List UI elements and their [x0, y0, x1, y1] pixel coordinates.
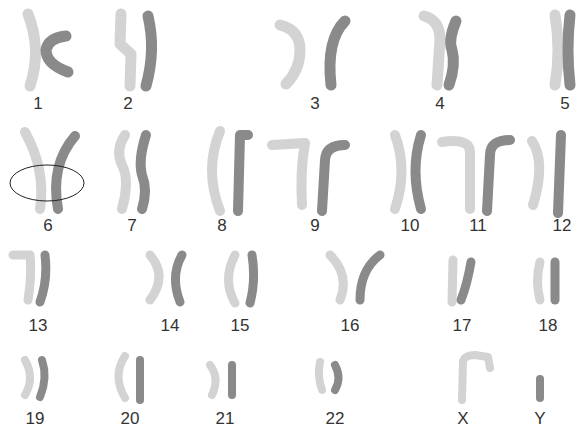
chromosome-number: 20 — [121, 410, 140, 427]
chromosome-number: 10 — [401, 217, 420, 234]
chromosome — [46, 36, 68, 72]
chromosome — [25, 360, 30, 395]
chromosome-number: 8 — [217, 217, 226, 234]
chromosome — [319, 362, 322, 390]
chromosome-number: 4 — [435, 95, 444, 112]
chromosome-number: 16 — [341, 317, 360, 334]
chromosome-number: 22 — [326, 410, 345, 427]
chromosome — [40, 360, 45, 397]
chromosome-number: 5 — [560, 95, 569, 112]
chromosome-number: 19 — [26, 410, 45, 427]
chromosome — [442, 141, 470, 209]
chromosome — [452, 260, 453, 302]
chromosome — [568, 15, 570, 85]
chromosome — [228, 365, 236, 395]
chromosome — [238, 135, 248, 211]
chromosome — [395, 135, 402, 209]
chromosome-number: 2 — [123, 95, 132, 112]
chromosome — [551, 262, 560, 300]
chromosome — [280, 25, 300, 84]
chromosome-number: 7 — [127, 217, 136, 234]
chromosome — [13, 255, 31, 300]
highlight-ellipse — [10, 165, 84, 201]
chromosome — [120, 14, 131, 86]
chromosome-number: 9 — [310, 217, 319, 234]
chromosome — [487, 140, 510, 211]
chromosome-number: 17 — [453, 317, 472, 334]
chromosome-number: 6 — [43, 217, 52, 234]
chromosome-number: 11 — [469, 217, 487, 234]
chromosome-number: X — [457, 410, 468, 427]
chromosome — [360, 255, 380, 300]
chromosome — [212, 131, 220, 211]
chromosome-number: 3 — [310, 95, 319, 112]
chromosome — [210, 365, 216, 395]
chromosome — [25, 132, 41, 209]
chromosome-number: Y — [534, 410, 545, 427]
chromosome-number: 13 — [29, 317, 48, 334]
chromosome — [538, 262, 541, 300]
chromosome — [330, 21, 345, 85]
chromosome — [424, 16, 440, 85]
chromosome-number: 1 — [33, 95, 42, 112]
chromosome — [330, 255, 343, 300]
chromosome — [322, 145, 345, 211]
chromosome — [461, 262, 471, 300]
chromosome-number: 18 — [539, 317, 558, 334]
chromosome — [119, 356, 126, 398]
chromosome-number: 21 — [216, 410, 235, 427]
chromosome — [449, 21, 456, 85]
chromosome — [536, 379, 544, 398]
chromosome — [272, 143, 305, 205]
chromosome — [335, 365, 339, 390]
chromosome — [250, 255, 254, 303]
chromosome — [136, 360, 144, 400]
chromosome — [416, 135, 422, 209]
chromosome — [141, 135, 146, 209]
chromosome — [119, 135, 126, 209]
chromosome — [56, 136, 75, 209]
chromosome-number: 15 — [231, 317, 250, 334]
chromosome — [558, 135, 561, 213]
chromosome — [175, 255, 182, 302]
chromosome — [229, 255, 236, 303]
chromosome — [146, 16, 152, 86]
chromosome — [555, 15, 558, 85]
chromosome — [28, 14, 36, 86]
chromosome — [532, 141, 539, 205]
chromosome-number: 14 — [161, 317, 180, 334]
chromosome — [40, 255, 46, 302]
chromosome — [150, 255, 159, 300]
chromosome-number: 12 — [553, 217, 572, 234]
chromosome — [462, 355, 490, 400]
